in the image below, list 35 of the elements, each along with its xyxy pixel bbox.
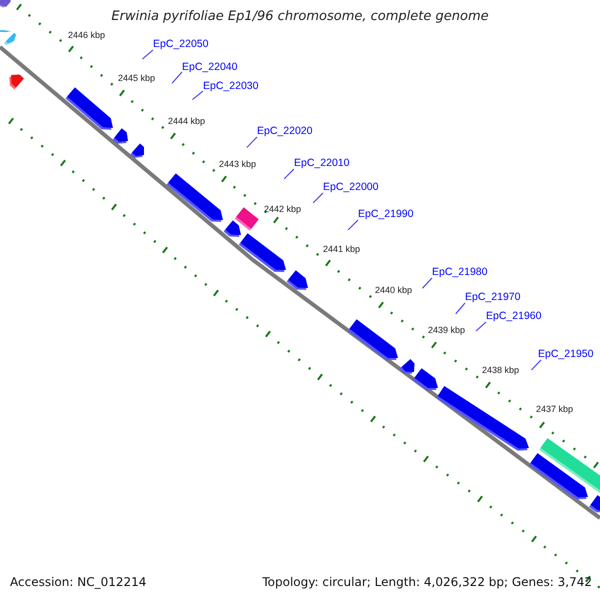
tick-label: 2439 kbp [428,325,466,335]
gene-label: EpC_22050 [153,38,208,50]
tick-label: 2443 kbp [219,159,256,169]
gene-label: EpC_22000 [323,181,378,193]
leader-line [455,302,466,314]
leader-line [348,220,358,230]
gene-label: EpC_21960 [486,310,542,322]
gene-label: EpC_21970 [465,291,520,303]
leader-line [476,322,486,332]
gene-label: EpC_22030 [203,80,258,92]
tick-label: 2441 kbp [323,244,360,254]
tick-label: 2445 kbp [118,73,156,83]
title: Erwinia pyrifoliae Ep1/96 chromosome, complete genome [110,9,490,24]
gene-label: EpC_22040 [182,61,238,73]
gene-label: EpC_21950 [538,348,594,360]
gene-label: EpC_22020 [257,125,312,137]
leader-line [142,50,154,60]
tick-label: 2438 kbp [482,365,520,375]
tick-label: 2446 kbp [68,30,106,40]
leader-line [422,278,432,289]
accession-text: Accession: NC_012214 [10,575,146,589]
tick-label: 2437 kbp [536,404,574,414]
leader-line [284,168,294,180]
leader-line [192,90,204,100]
leader-line [530,360,542,370]
tick-label: 2444 kbp [168,116,206,126]
genome-info-text: Topology: circular; Length: 4,026,322 bp; Genes: 3,742 [262,575,592,589]
leader-line [172,72,182,84]
tick-label: 2440 kbp [375,285,412,295]
tick-label: 2442 kbp [264,204,302,214]
leader-line [246,136,258,148]
leader-line [312,192,324,204]
gene-label: EpC_21980 [432,266,488,278]
gene-label: EpC_22010 [294,157,350,169]
gene-label: EpC_21990 [358,208,414,220]
